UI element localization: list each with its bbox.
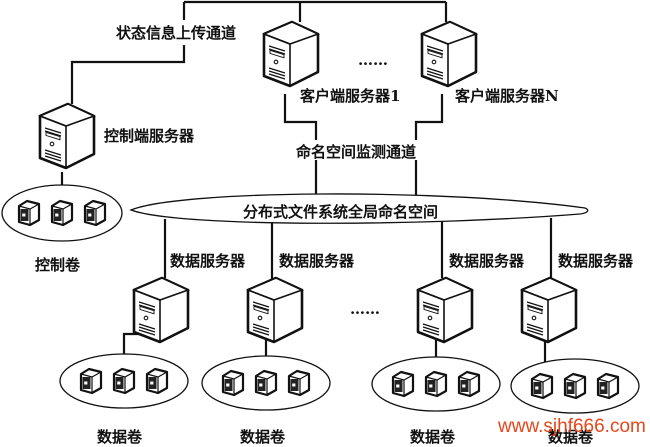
disk-drive-icon (221, 369, 245, 397)
data-server-3-icon (416, 276, 474, 344)
client-ellipsis: …… (358, 51, 388, 69)
client-server-n-label: 客户端服务器N (454, 87, 559, 105)
disk-drive-icon (391, 370, 415, 398)
disk-drive-icon (563, 372, 587, 400)
data-server-2-icon (246, 276, 304, 344)
disk-drive-icon (596, 372, 620, 400)
data-volume-2-label: 数据卷 (240, 428, 286, 446)
status-channel-label: 状态信息上传通道 (116, 24, 236, 42)
volumes (1, 184, 640, 414)
data-server-4-icon (520, 276, 578, 344)
data-server-2-label: 数据服务器 (279, 252, 355, 270)
disk-drive-icon (530, 372, 554, 400)
data-server-3-label: 数据服务器 (449, 252, 525, 270)
monitor-channel-client1 (283, 94, 318, 197)
disk-drive-icon (79, 367, 103, 395)
client-server-n-icon (420, 20, 478, 88)
data-ellipsis: …… (350, 300, 380, 318)
watermark: www.sjhf666.com (497, 416, 646, 437)
client-server-1-label: 客户端服务器1 (299, 87, 400, 105)
connector-lines (60, 0, 553, 362)
disk-drive-icon (254, 369, 278, 397)
disk-drive-icon (112, 367, 136, 395)
disk-drive-icon (50, 199, 74, 227)
disk-drive-icon (83, 199, 107, 227)
control-server-icon (38, 102, 96, 170)
global-namespace-ellipse (129, 193, 589, 224)
control-volume-label: 控制卷 (35, 256, 81, 274)
namespace-monitor-channel-label: 命名空间监测通道 (295, 143, 416, 161)
disk-drive-icon (145, 367, 169, 395)
disk-drive-icon (424, 370, 448, 398)
status-channel-to-control (70, 2, 186, 104)
data-volume-4-label: 数据卷 (548, 428, 594, 446)
disk-drive-icon (287, 369, 311, 397)
data-server-1-label: 数据服务器 (170, 252, 246, 270)
control-server-label: 控制端服务器 (104, 127, 195, 145)
data-volume-1-label: 数据卷 (97, 428, 143, 446)
global-namespace-label: 分布式文件系统全局命名空间 (243, 203, 438, 221)
data-server-4-label: 数据服务器 (558, 252, 634, 270)
monitor-channel-clientn (414, 94, 444, 197)
client-server-1-icon (262, 20, 320, 88)
disk-drive-icon (17, 199, 41, 227)
data-volume-3-label: 数据卷 (410, 428, 456, 446)
disk-drive-icon (457, 370, 481, 398)
data-server-1-icon (132, 276, 190, 344)
